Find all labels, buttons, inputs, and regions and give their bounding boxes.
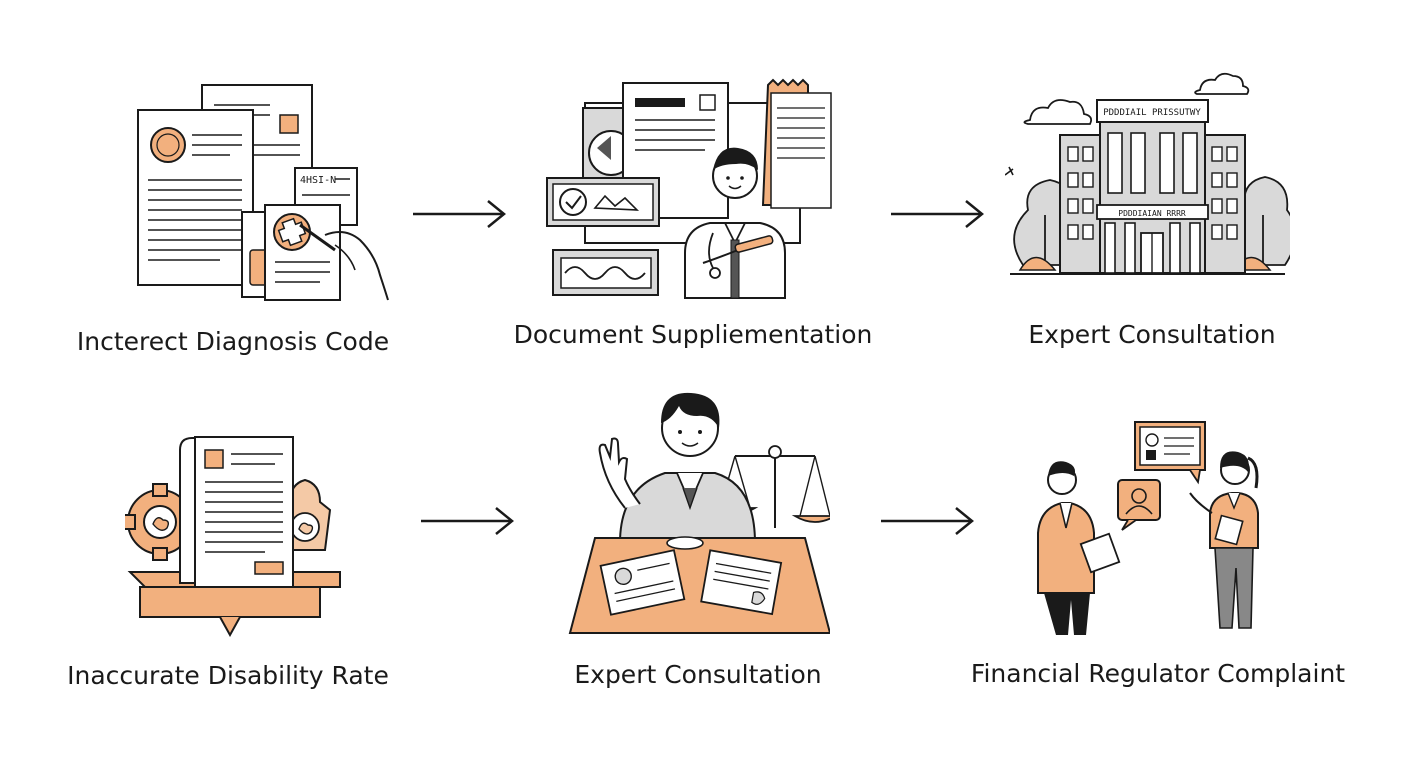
diagnosis-documents-illustration: 4HSI-N xyxy=(137,84,389,301)
building-subsign: PDDDIAIAN RRRR xyxy=(1118,209,1186,218)
disability-rate-illustration xyxy=(125,436,341,637)
step-label-expert-consultation-2: Expert Consultation xyxy=(574,660,822,689)
flow-arrow-1 xyxy=(413,200,506,228)
diagnosis-code-tag: 4HSI-N xyxy=(300,175,336,186)
legal-expert-illustration xyxy=(568,392,830,634)
step-label-document-supplementation: Document Suppliementation xyxy=(513,320,873,349)
hospital-building-illustration: PDDDIAIL PRISSUTWY PDDDIAIAN RRRR xyxy=(1005,72,1290,275)
step-label-incorrect-diagnosis: Incterect Diagnosis Code xyxy=(76,327,390,356)
flow-arrow-3 xyxy=(421,507,514,535)
building-sign: PDDDIAIL PRISSUTWY xyxy=(1103,108,1201,118)
regulator-complaint-illustration xyxy=(1037,421,1259,635)
document-supplementation-illustration xyxy=(546,78,832,299)
flow-arrow-2 xyxy=(891,200,984,228)
step-label-financial-regulator-complaint: Financial Regulator Complaint xyxy=(970,659,1346,688)
step-label-expert-consultation-1: Expert Consultation xyxy=(1028,320,1276,349)
flow-arrow-4 xyxy=(881,507,974,535)
step-label-inaccurate-disability-rate: Inaccurate Disability Rate xyxy=(67,661,389,690)
